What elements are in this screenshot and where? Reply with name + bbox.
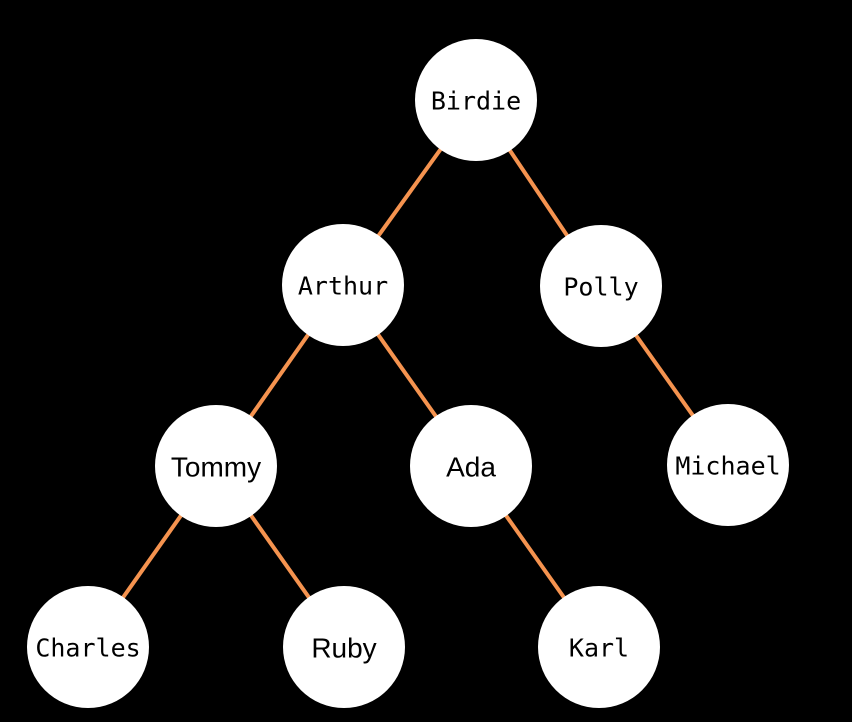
tree-node-arthur: Arthur bbox=[282, 224, 404, 346]
tree-node-michael: Michael bbox=[667, 404, 789, 526]
tree-node-charles: Charles bbox=[27, 586, 149, 708]
tree-node-label-karl: Karl bbox=[569, 634, 629, 663]
tree-node-tommy: Tommy bbox=[155, 405, 277, 527]
tree-node-circle-arthur bbox=[282, 224, 404, 346]
edges-layer bbox=[86, 98, 730, 649]
tree-node-label-charles: Charles bbox=[35, 634, 140, 663]
tree-node-label-ada: Ada bbox=[446, 452, 496, 483]
tree-node-label-arthur: Arthur bbox=[298, 272, 388, 301]
tree-node-circle-birdie bbox=[415, 39, 537, 161]
tree-node-ruby: Ruby bbox=[283, 586, 405, 708]
tree-node-circle-karl bbox=[538, 586, 660, 708]
tree-node-label-ruby: Ruby bbox=[311, 633, 376, 664]
tree-node-circle-ruby bbox=[283, 586, 405, 708]
tree-node-circle-charles bbox=[27, 586, 149, 708]
tree-node-polly: Polly bbox=[540, 225, 662, 347]
tree-node-label-michael: Michael bbox=[675, 452, 780, 481]
tree-node-birdie: Birdie bbox=[415, 39, 537, 161]
tree-node-karl: Karl bbox=[538, 586, 660, 708]
tree-node-circle-ada bbox=[410, 405, 532, 527]
tree-node-circle-michael bbox=[667, 404, 789, 526]
tree-node-circle-tommy bbox=[155, 405, 277, 527]
tree-node-ada: Ada bbox=[410, 405, 532, 527]
tree-node-label-birdie: Birdie bbox=[431, 87, 521, 116]
tree-node-circle-polly bbox=[540, 225, 662, 347]
tree-node-label-tommy: Tommy bbox=[171, 452, 261, 483]
tree-node-label-polly: Polly bbox=[563, 273, 638, 302]
